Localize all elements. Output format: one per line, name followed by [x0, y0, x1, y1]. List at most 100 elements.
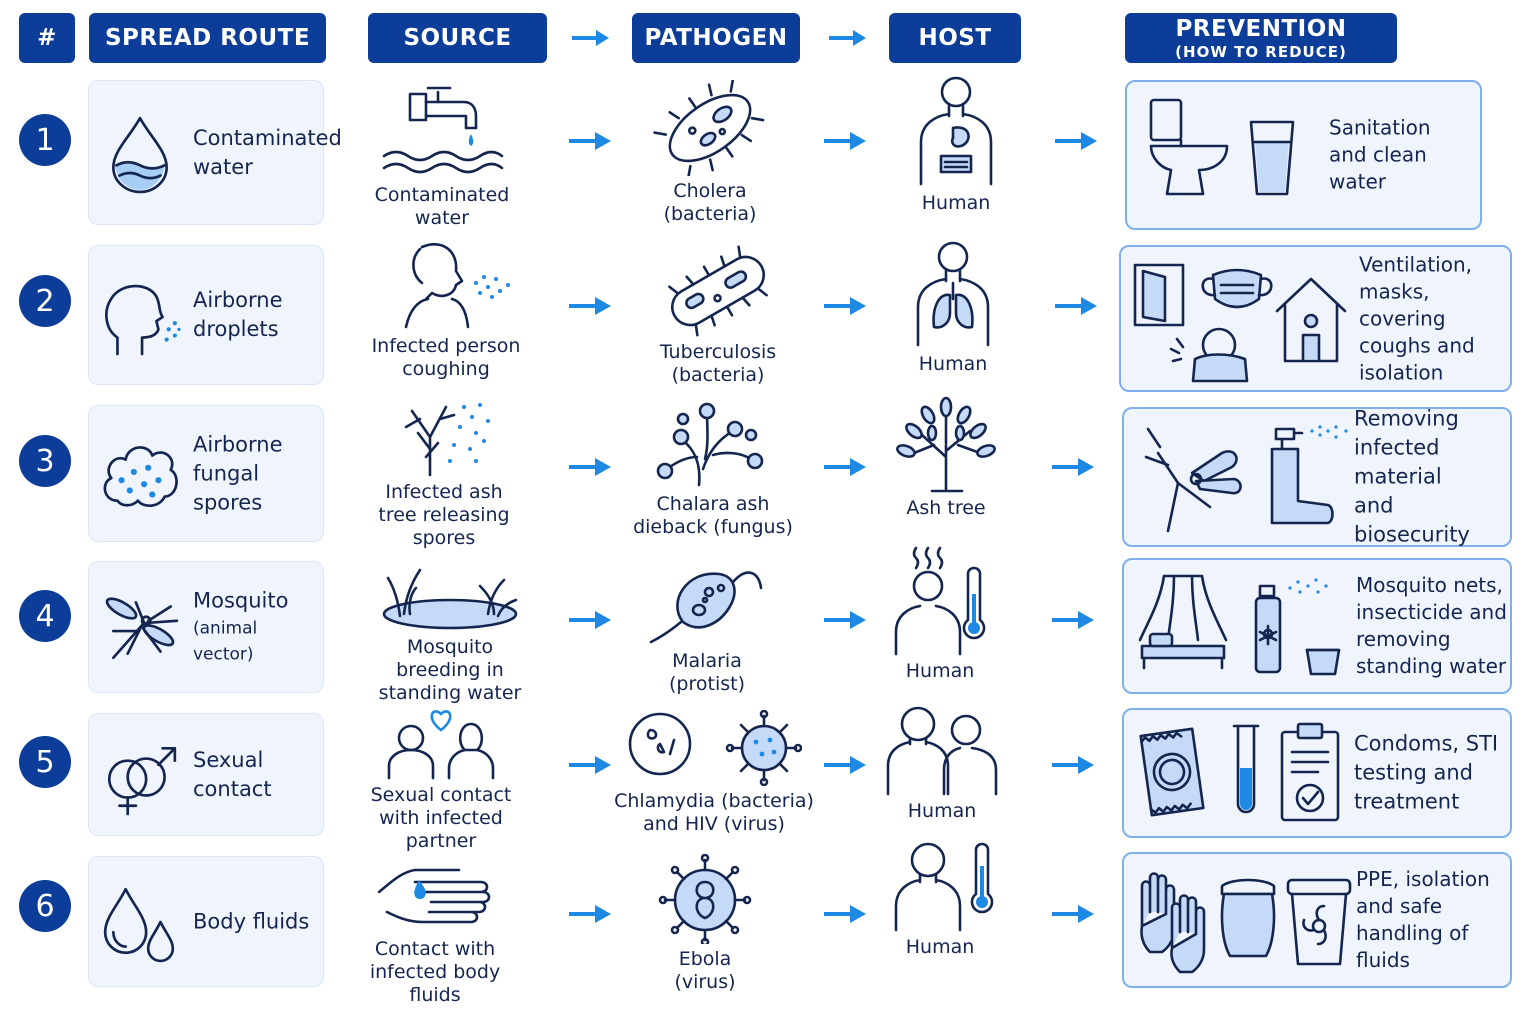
- bed-net-icon: [1138, 574, 1228, 670]
- header-pathogen: PATHOGEN: [632, 13, 800, 63]
- arrow-icon: [824, 132, 866, 150]
- row-number: 5: [19, 736, 71, 788]
- prevention-card: Ventilation, masks, covering coughs and …: [1119, 245, 1512, 392]
- row-number: 1: [19, 114, 71, 166]
- face-shield-icon: [1220, 878, 1276, 958]
- toilet-icon: [1149, 98, 1229, 196]
- table-row: 4 Mosquito (animal vector) Mosquito bree…: [0, 546, 1536, 710]
- source-cell: Infected ash tree releasing spores: [372, 397, 516, 550]
- pathogen-cell: Cholera (bacteria): [640, 80, 780, 226]
- route-card: Airborne fungal spores: [88, 405, 324, 542]
- pathogen-label: Malaria (protist): [669, 650, 745, 695]
- source-cell: Sexual contact with infected partner: [368, 708, 514, 853]
- arrow-icon: [569, 297, 611, 315]
- table-row: 1 Contaminated water Contaminated water …: [0, 76, 1536, 230]
- prevention-card: Removing infected material and biosecuri…: [1122, 407, 1512, 547]
- header-source: SOURCE: [368, 13, 547, 63]
- fungus-icon: [656, 402, 764, 487]
- pruning-shears-icon: [1144, 427, 1242, 533]
- bacterium-icon: [653, 80, 765, 176]
- arrow-icon: [1052, 756, 1094, 774]
- arrow-icon: [824, 297, 866, 315]
- route-label: Contaminated water: [193, 125, 342, 179]
- spore-cloud-icon: [103, 445, 178, 507]
- source-label: Contact with infected body fluids: [369, 938, 501, 1006]
- arrow-icon: [569, 905, 611, 923]
- host-label: Human: [918, 353, 988, 375]
- source-label: Sexual contact with infected partner: [370, 784, 512, 852]
- spray-boot-icon: [1270, 425, 1348, 525]
- row-number: 3: [19, 435, 71, 487]
- header-prevention: PREVENTION (HOW TO REDUCE): [1125, 13, 1397, 63]
- pathogen-cell: Ebola (virus): [650, 854, 760, 994]
- cough-elbow-icon: [1169, 327, 1249, 383]
- fluid-drops-icon: [103, 887, 175, 962]
- prevention-label: Removing infected material and biosecuri…: [1354, 406, 1470, 547]
- route-label: Mosquito (animal vector): [193, 587, 319, 668]
- route-card: Mosquito (animal vector): [88, 561, 324, 693]
- prevention-card: Condoms, STI testing and treatment: [1122, 708, 1512, 838]
- pathogen-cell: Malaria (protist): [646, 562, 768, 696]
- source-label: Contaminated water: [374, 184, 510, 229]
- rod-bacterium-icon: [668, 245, 768, 337]
- arrow-icon: [1052, 905, 1094, 923]
- arrow-icon: [1052, 458, 1094, 476]
- water-drop-icon: [112, 116, 168, 193]
- header-number: #: [19, 13, 75, 63]
- prevention-card: PPE, isolation and safe handling of flui…: [1122, 852, 1512, 988]
- route-label: Sexual contact: [193, 747, 272, 801]
- source-label: Infected person coughing: [371, 335, 521, 380]
- gender-symbols-icon: [107, 746, 177, 815]
- arrow-icon: [569, 132, 611, 150]
- pathogen-label: Cholera (bacteria): [663, 180, 757, 225]
- host-label: Human: [907, 800, 977, 822]
- hand-drop-icon: [377, 868, 491, 924]
- human-lungs-icon: [916, 241, 990, 347]
- header-arrow-icon: [572, 30, 609, 46]
- route-card: Sexual contact: [88, 713, 324, 836]
- route-title: Mosquito: [193, 588, 289, 613]
- pathogen-cell: Chlamydia (bacteria) and HIV (virus): [614, 710, 814, 836]
- pathogen-cell: Chalara ash dieback (fungus): [632, 399, 794, 539]
- route-label: Airborne fungal spores: [193, 432, 283, 514]
- glass-of-water-icon: [1249, 120, 1295, 196]
- insecticide-spray-icon: [1254, 578, 1328, 674]
- source-cell: Mosquito breeding in standing water: [378, 560, 522, 705]
- route-card: Contaminated water: [88, 80, 342, 225]
- source-cell: Infected person coughing: [370, 239, 522, 381]
- pathogen-cell: Tuberculosis (bacteria): [640, 245, 796, 387]
- prevention-label: Condoms, STI testing and treatment: [1354, 731, 1499, 814]
- prevention-label: Ventilation, masks, covering coughs and …: [1359, 252, 1475, 384]
- host-cell: Ash tree: [890, 395, 1002, 520]
- protist-icon: [649, 571, 763, 644]
- route-card: Airborne droplets: [88, 245, 324, 385]
- clipboard-check-icon: [1280, 722, 1340, 822]
- mask-icon: [1201, 268, 1273, 309]
- arrow-icon: [1055, 132, 1097, 150]
- host-cell: Human: [890, 72, 1022, 215]
- source-label: Infected ash tree releasing spores: [378, 481, 510, 549]
- host-cell: Human: [882, 702, 1002, 823]
- tree-spores-icon: [404, 403, 490, 477]
- window-icon: [1133, 263, 1185, 327]
- prevention-card: Mosquito nets, insecticide and removing …: [1122, 558, 1512, 694]
- route-label: Body fluids: [193, 909, 310, 933]
- prevention-label: Sanitation and clean water: [1329, 115, 1431, 194]
- host-cell: Human: [884, 544, 996, 683]
- gloves-icon: [1140, 872, 1206, 974]
- couple-heart-icon: [387, 710, 495, 780]
- prevention-label: Mosquito nets, insecticide and removing …: [1356, 573, 1507, 678]
- pond-icon: [382, 568, 518, 630]
- chlamydia-hiv-icon: [628, 710, 802, 786]
- header-prevention-subtitle: (HOW TO REDUCE): [1175, 42, 1347, 61]
- biohazard-bin-icon: [1286, 878, 1352, 966]
- row-number: 4: [19, 590, 71, 642]
- host-cell: Human: [890, 237, 1016, 376]
- prevention-label: PPE, isolation and safe handling of flui…: [1356, 867, 1490, 972]
- host-label: Human: [905, 936, 975, 958]
- arrow-icon: [569, 458, 611, 476]
- test-tube-icon: [1232, 724, 1260, 814]
- human-thermometer-icon: [894, 842, 994, 932]
- human-digestive-icon: [919, 76, 993, 186]
- arrow-icon: [1055, 297, 1097, 315]
